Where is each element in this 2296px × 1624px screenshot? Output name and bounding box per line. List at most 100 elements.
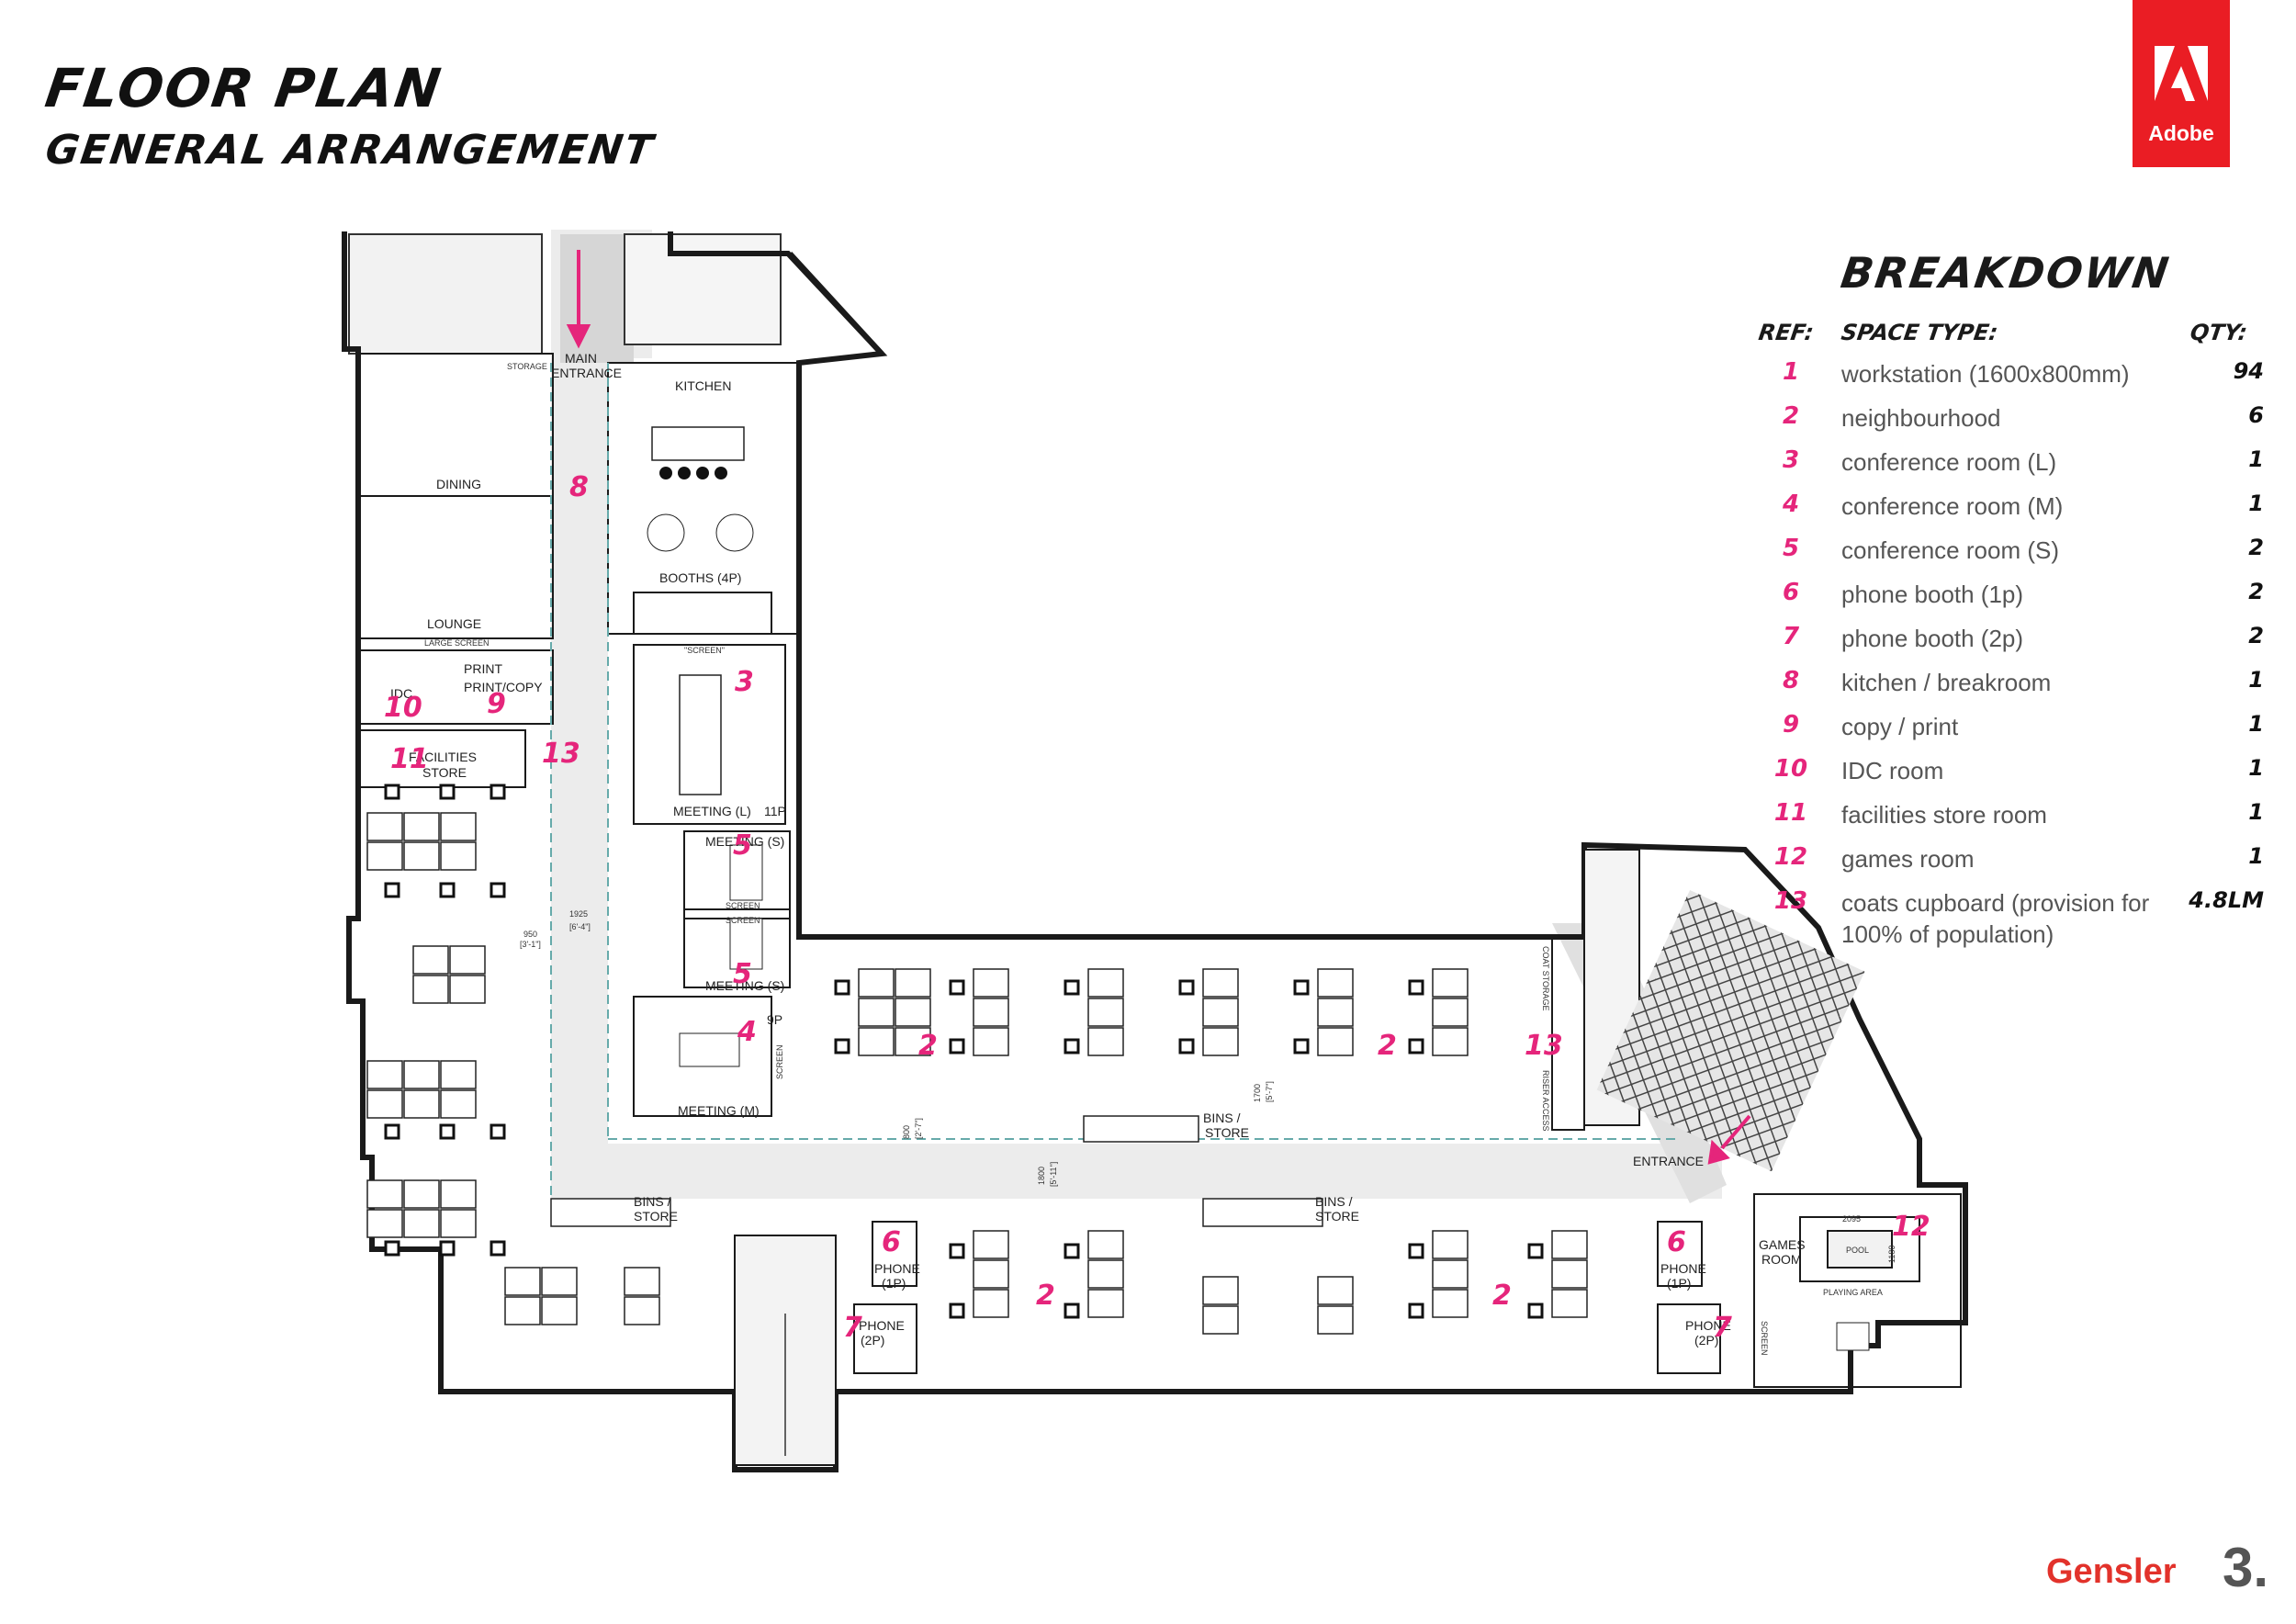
row-qty: 2 [2248, 579, 2264, 604]
dim-1800-imperial: [5'-11"] [1049, 1162, 1058, 1187]
label-bins-2: BINS / [634, 1194, 671, 1209]
ref-6-b: 6 [1667, 1226, 1686, 1258]
row-qty: 1 [2248, 667, 2264, 693]
dim-800: 800 [902, 1125, 911, 1139]
label-coat-storage: COAT STORAGE [1541, 946, 1550, 1011]
header-qty: QTY: [2189, 320, 2249, 345]
row-space-type: conference room (S) [1841, 536, 2059, 564]
label-phone-a-cap: (1P) [882, 1276, 906, 1291]
label-print-box: PRINT [464, 661, 502, 676]
breakdown-row: 13 coats cupboard (provision for 100% of … [1750, 887, 2264, 948]
ref-10: 10 [384, 692, 422, 724]
label-main-entrance: ENTRANCE [551, 366, 622, 380]
label-11p: 11P [764, 804, 786, 818]
row-space-type: workstation (1600x800mm) [1841, 360, 2130, 388]
label-screen-2: SCREEN [726, 916, 760, 925]
row-ref: 5 [1782, 535, 1800, 562]
row-qty: 1 [2248, 755, 2264, 781]
ref-2-c: 2 [1036, 1280, 1055, 1312]
label-screen-quote: "SCREEN" [684, 646, 725, 655]
row-ref: 6 [1782, 579, 1800, 606]
header-space-type: SPACE TYPE: [1840, 320, 2000, 345]
label-9p: 9P [767, 1012, 782, 1027]
label-phone-c-cap: (1P) [1667, 1276, 1691, 1291]
row-ref: 11 [1773, 799, 1808, 827]
dim-800-imperial: [2'-7"] [914, 1118, 923, 1139]
gensler-logo: Gensler [2046, 1552, 2177, 1591]
label-playing-area: PLAYING AREA [1823, 1288, 1883, 1297]
label-games: GAMES [1759, 1237, 1806, 1252]
row-space-type: conference room (L) [1841, 448, 2057, 476]
dim-1925-imperial: [6'-4"] [569, 922, 591, 931]
row-space-type: neighbourhood [1841, 404, 2001, 432]
ref-6-a: 6 [882, 1226, 901, 1258]
ref-12: 12 [1892, 1211, 1930, 1243]
label-large-screen: LARGE SCREEN [424, 638, 490, 648]
label-games-room: ROOM [1761, 1252, 1802, 1267]
kitchen-furniture [647, 426, 1870, 1351]
row-space-type: phone booth (1p) [1841, 581, 2024, 608]
label-meeting-s-1: MEETING (S) [705, 834, 784, 849]
label-kitchen: KITCHEN [675, 378, 731, 393]
row-qty: 1 [2248, 711, 2264, 737]
row-qty: 4.8LM [2189, 887, 2264, 913]
label-phone-b: PHONE [859, 1318, 905, 1333]
label-phone-d: PHONE [1685, 1318, 1731, 1333]
row-space-type: phone booth (2p) [1841, 625, 2024, 652]
breakdown-row: 10 IDC room 1 [1750, 755, 2264, 799]
ref-5-b: 5 [733, 958, 752, 990]
row-space-type: kitchen / breakroom [1841, 669, 2052, 696]
label-main: MAIN [565, 351, 597, 366]
ref-11: 11 [390, 743, 429, 775]
ref-2-d: 2 [1492, 1280, 1512, 1312]
dim-1700: 1700 [1253, 1084, 1262, 1102]
row-space-type: copy / print [1841, 713, 1959, 740]
dim-1180: 1180 [1887, 1246, 1896, 1263]
label-booths: BOOTHS (4P) [659, 570, 741, 585]
row-space-type: games room [1841, 845, 1975, 873]
row-space-type: IDC room [1841, 757, 1944, 784]
label-entrance: ENTRANCE [1633, 1154, 1704, 1168]
label-screen-vertical: SCREEN [775, 1044, 784, 1079]
ref-8: 8 [569, 471, 589, 503]
ref-13-a: 13 [542, 738, 580, 770]
row-qty: 1 [2248, 491, 2264, 516]
dim-2095: 2095 [1842, 1214, 1861, 1224]
label-phone-a: PHONE [874, 1261, 920, 1276]
row-qty: 94 [2233, 358, 2264, 384]
breakdown-row: 6 phone booth (1p) 2 [1750, 579, 2264, 623]
label-facilities-store: STORE [422, 765, 467, 780]
label-store-3: STORE [1315, 1209, 1359, 1224]
page-number: 3. [2223, 1537, 2269, 1598]
dim-950: 950 [523, 930, 537, 939]
label-screen-games: SCREEN [1760, 1321, 1769, 1356]
label-riser-access: RISER ACCESS [1541, 1070, 1550, 1132]
dim-1925: 1925 [569, 909, 588, 919]
ref-7-b: 7 [1713, 1312, 1732, 1344]
adobe-wordmark: Adobe [2148, 121, 2214, 145]
label-bins-3: BINS / [1315, 1194, 1353, 1209]
reference-numbers: 8 3 10 9 11 13 5 5 4 2 2 13 12 6 7 2 2 6… [384, 471, 1930, 1344]
ref-2-b: 2 [1378, 1030, 1397, 1062]
label-pool: POOL [1846, 1246, 1869, 1255]
stair-core-bottom [734, 1235, 837, 1466]
label-dining: DINING [436, 477, 481, 491]
label-lounge: LOUNGE [427, 616, 481, 631]
breakdown-title: BREAKDOWN [1838, 248, 2174, 298]
row-qty: 6 [2248, 402, 2264, 428]
row-ref: 10 [1773, 755, 1808, 783]
room-labels: STORAGE MAIN ENTRANCE KITCHEN DINING LOU… [390, 351, 1896, 1356]
row-space-type: facilities store room [1841, 801, 2047, 829]
row-space-type: coats cupboard (provision for 100% of po… [1841, 889, 2150, 948]
label-idc: IDC [390, 686, 412, 701]
label-storage: STORAGE [507, 362, 547, 371]
row-ref: 7 [1782, 623, 1800, 650]
row-ref: 13 [1773, 887, 1808, 915]
